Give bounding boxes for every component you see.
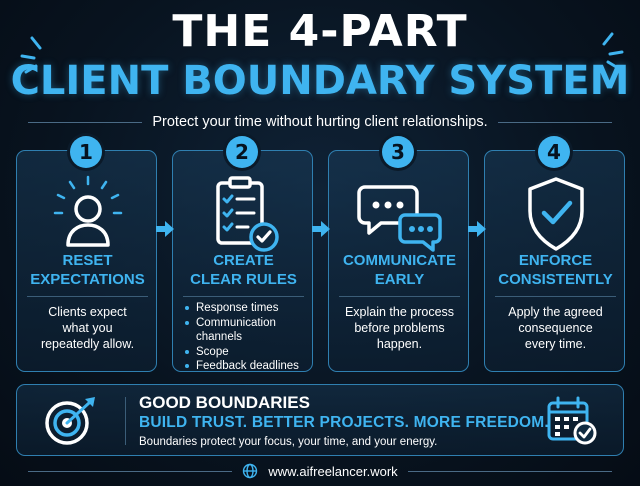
- footer-url-link[interactable]: www.aifreelancer.work: [268, 463, 398, 479]
- step-4-badge: 4: [538, 136, 570, 168]
- summary-description: Boundaries protect your focus, your time…: [139, 436, 438, 448]
- spark-left-icon: [20, 36, 42, 74]
- step-2-title: CREATE CLEAR RULES: [190, 252, 297, 288]
- step-card-1: RESET EXPECTATIONS Clients expect what y…: [16, 150, 157, 372]
- page-title-line2: CLIENT BOUNDARY SYSTEM: [10, 58, 630, 104]
- list-item: Feedback deadlines: [185, 359, 310, 374]
- clipboard-checklist-icon: [173, 175, 314, 255]
- card-divider: [339, 296, 460, 297]
- step-card-3: COMMUNICATE EARLY Explain the process be…: [328, 150, 469, 372]
- card-divider: [27, 296, 148, 297]
- card-divider: [495, 296, 616, 297]
- step-1-title: RESET EXPECTATIONS: [30, 252, 145, 288]
- step-3-badge: 3: [382, 136, 414, 168]
- step-card-2: CREATE CLEAR RULES Response times Commun…: [172, 150, 313, 372]
- list-item: Communication channels: [185, 316, 310, 345]
- chat-bubbles-icon: [329, 175, 470, 255]
- person-icon: [17, 175, 158, 255]
- summary-tagline: BUILD TRUST. BETTER PROJECTS. MORE FREED…: [139, 414, 549, 431]
- globe-icon: [243, 463, 258, 479]
- list-item: Scope: [185, 345, 310, 360]
- card-divider: [183, 296, 304, 297]
- page-title-line1: THE 4-PART: [172, 6, 468, 57]
- step-2-badge: 2: [226, 136, 258, 168]
- summary-title: GOOD BOUNDARIES: [139, 393, 310, 412]
- step-2-rules-list: Response times Communication channels Sc…: [185, 301, 310, 374]
- step-3-description: Explain the process before problems happ…: [344, 305, 455, 351]
- subtitle-row: Protect your time without hurting client…: [28, 112, 612, 132]
- footer: www.aifreelancer.work: [28, 461, 613, 481]
- calendar-check-icon: [547, 396, 597, 445]
- step-3-title: COMMUNICATE EARLY: [342, 252, 457, 288]
- step-1-badge: 1: [70, 136, 102, 168]
- arrow-right-icon: [468, 221, 486, 237]
- spark-right-icon: [602, 32, 624, 70]
- summary-box: GOOD BOUNDARIES BUILD TRUST. BETTER PROJ…: [16, 384, 624, 456]
- step-4-description: Apply the agreed consequence every time.: [508, 305, 603, 351]
- step-card-4: ENFORCE CONSISTENTLY Apply the agreed co…: [484, 150, 625, 372]
- arrow-right-icon: [312, 221, 330, 237]
- summary-divider: [125, 397, 126, 445]
- footer-divider-left: [28, 470, 233, 472]
- shield-check-icon: [485, 175, 626, 255]
- step-1-description: Clients expect what you repeatedly allow…: [40, 305, 135, 351]
- subtitle: Protect your time without hurting client…: [152, 114, 488, 130]
- arrow-right-icon: [156, 221, 174, 237]
- footer-divider-right: [407, 470, 613, 472]
- step-4-title: ENFORCE CONSISTENTLY: [498, 252, 613, 288]
- list-item: Response times: [185, 301, 310, 316]
- target-icon: [45, 397, 95, 445]
- subtitle-divider-right: [497, 121, 612, 123]
- subtitle-divider-left: [28, 121, 143, 123]
